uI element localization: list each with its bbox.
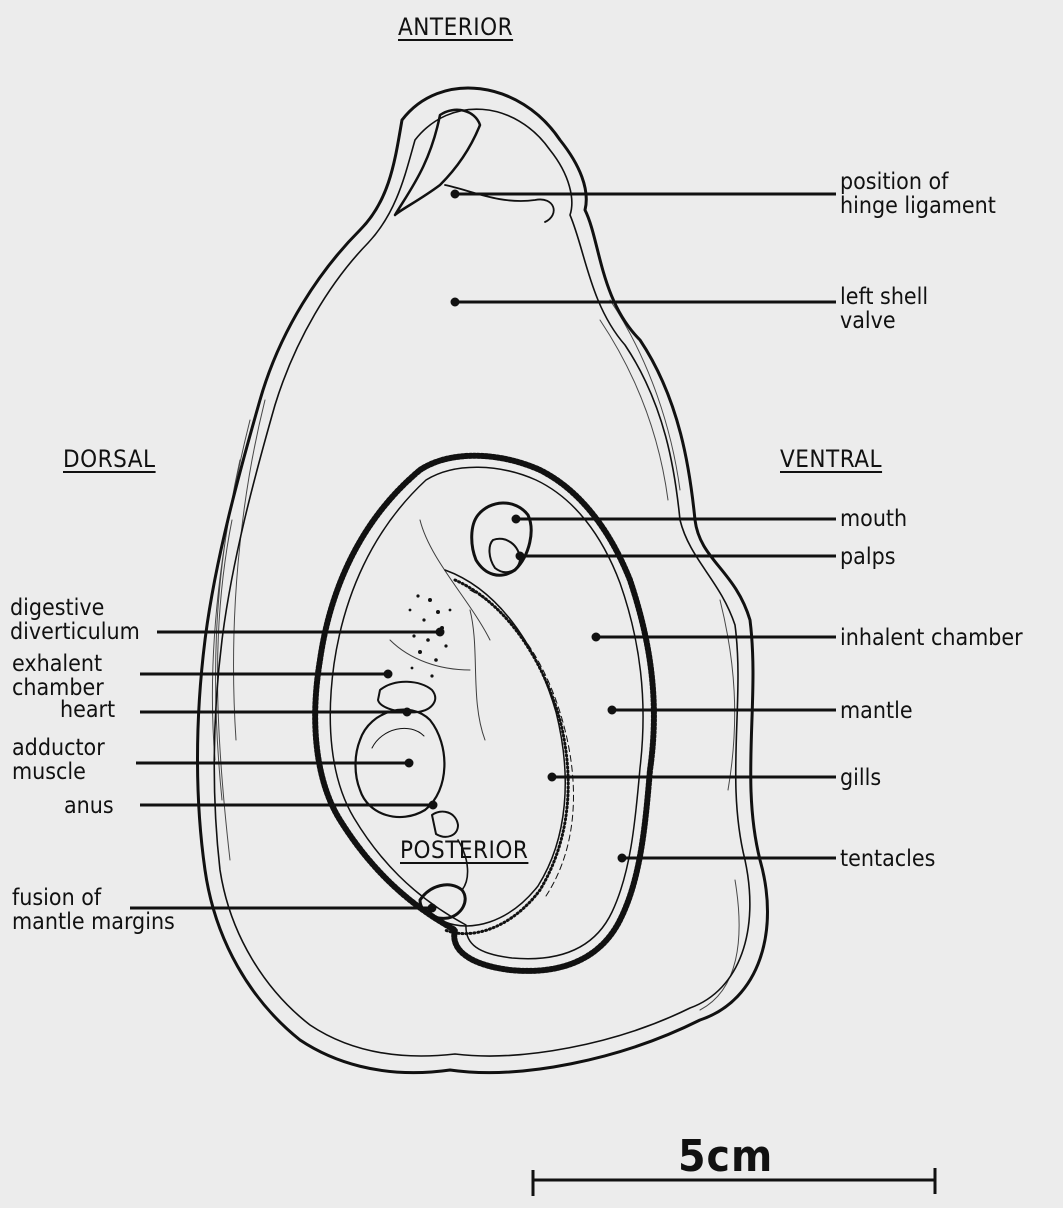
- label-mantle: mantle: [840, 699, 913, 723]
- label-gills: gills: [840, 766, 881, 790]
- label-anus: anus: [64, 794, 114, 818]
- label-hinge-ligament: position of hinge ligament: [840, 170, 996, 218]
- label-tentacles: tentacles: [840, 847, 935, 871]
- label-inhalent-chamber: inhalent chamber: [840, 626, 1023, 650]
- label-mouth: mouth: [840, 507, 907, 531]
- label-adductor-muscle: adductor muscle: [12, 736, 105, 784]
- label-palps: palps: [840, 545, 896, 569]
- label-heart: heart: [60, 698, 115, 722]
- label-exhalent-chamber: exhalent chamber: [12, 652, 104, 700]
- label-left-shell-valve: left shell valve: [840, 285, 928, 333]
- label-digestive-diverticulum: digestive diverticulum: [10, 596, 140, 644]
- label-fusion-mantle-margins: fusion of mantle margins: [12, 886, 175, 934]
- scale-label: 5cm: [678, 1131, 773, 1182]
